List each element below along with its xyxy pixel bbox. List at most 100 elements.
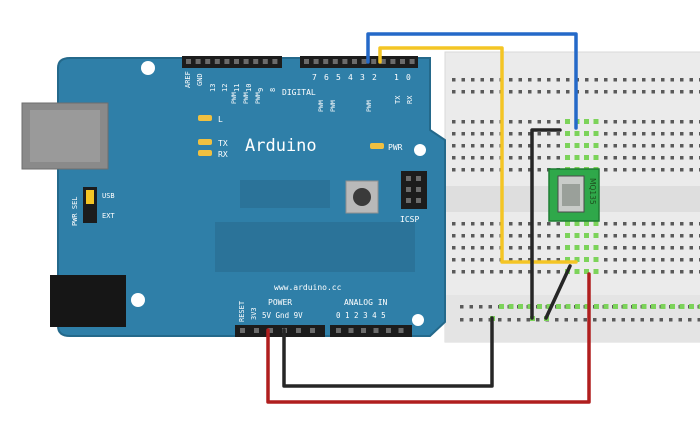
wire-yellow	[378, 46, 578, 264]
reset-label: RESET	[238, 300, 246, 322]
breadboard-hole	[547, 270, 551, 274]
breadboard-hole	[670, 270, 674, 274]
breadboard-hole	[661, 156, 665, 160]
breadboard-hole	[518, 246, 522, 250]
breadboard-hole	[461, 258, 465, 262]
breadboard-hole	[670, 168, 674, 172]
icsp-label: ICSP	[400, 215, 419, 224]
header-pin	[268, 328, 273, 333]
header-pin	[409, 59, 415, 64]
ext-label: EXT	[102, 212, 115, 220]
header-pin	[234, 59, 239, 64]
breadboard-hole	[642, 120, 646, 124]
breadboard-hole-active	[574, 155, 580, 160]
breadboard-hole-active	[565, 155, 570, 160]
breadboard-hole	[680, 270, 684, 274]
rail-hole-active	[499, 304, 504, 309]
breadboard-hole	[632, 246, 636, 250]
rail-hole	[631, 318, 635, 322]
wire-red-5v	[266, 272, 591, 404]
rail-hole	[479, 318, 483, 322]
breadboard-hole	[632, 132, 636, 136]
breadboard-hole	[604, 144, 608, 148]
header-pin	[254, 328, 259, 333]
header-pin	[361, 59, 367, 64]
breadboard-hole	[537, 78, 541, 82]
breadboard-hole	[670, 222, 674, 226]
breadboard-hole	[661, 222, 665, 226]
breadboard-hole	[480, 168, 484, 172]
rail-hole	[612, 318, 616, 322]
arduino-board: Arduino www.arduino.cc DIGITAL AREF GND …	[21, 56, 446, 337]
breadboard-hole	[461, 90, 465, 94]
breadboard-hole	[613, 144, 617, 148]
breadboard-hole	[689, 90, 693, 94]
breadboard-hole	[480, 78, 484, 82]
breadboard-hole	[480, 120, 484, 124]
usb-label: USB	[102, 192, 115, 200]
breadboard-hole	[528, 90, 532, 94]
breadboard-hole	[490, 90, 494, 94]
breadboard-hole	[518, 156, 522, 160]
breadboard-hole	[480, 144, 484, 148]
breadboard-hole	[613, 234, 617, 238]
breadboard-hole	[452, 120, 456, 124]
header-pin	[342, 59, 348, 64]
breadboard-hole	[509, 258, 513, 262]
rail-hole-active	[603, 304, 609, 309]
breadboard-hole	[490, 258, 494, 262]
v3-label: 3V3	[250, 307, 258, 320]
led-rx	[198, 150, 212, 156]
rail-hole-active	[679, 304, 685, 309]
digital-pin-label: 13	[209, 84, 217, 92]
breadboard-hole	[642, 222, 646, 226]
breadboard-hole-active	[565, 119, 570, 124]
breadboard-hole	[642, 78, 646, 82]
breadboard-hole	[566, 78, 570, 82]
breadboard-hole	[642, 156, 646, 160]
breadboard-hole-active	[584, 221, 589, 226]
breadboard-hole	[528, 258, 532, 262]
rail-hole-active	[584, 304, 590, 309]
breadboard-hole	[547, 90, 551, 94]
breadboard-hole	[585, 78, 589, 82]
rail-hole	[697, 318, 700, 322]
breadboard-hole	[490, 144, 494, 148]
breadboard-hole	[461, 270, 465, 274]
breadboard-hole	[680, 258, 684, 262]
breadboard-hole	[509, 246, 513, 250]
breadboard-hole	[537, 222, 541, 226]
breadboard-hole	[509, 90, 513, 94]
breadboard-hole	[537, 120, 541, 124]
breadboard-hole	[661, 234, 665, 238]
breadboard-hole	[509, 78, 513, 82]
breadboard-hole	[651, 132, 655, 136]
header-pin	[205, 59, 211, 64]
header-pin	[272, 59, 278, 64]
breadboard-hole-active	[565, 245, 570, 250]
analog-pin-labels: 0 1 2 3 4 5	[336, 311, 386, 320]
breadboard-hole	[518, 234, 522, 238]
breadboard-hole	[528, 144, 532, 148]
header-pin	[323, 59, 329, 64]
rail-hole-active	[546, 304, 552, 309]
breadboard-hole	[547, 132, 551, 136]
breadboard-hole	[642, 270, 646, 274]
breadboard-hole	[509, 120, 513, 124]
power-pin-labels: 5V Gnd 9V	[262, 311, 303, 320]
rail-hole	[602, 318, 606, 322]
breadboard-hole	[632, 258, 636, 262]
breadboard-hole	[528, 234, 532, 238]
breadboard-hole	[670, 120, 674, 124]
digital-header-pins	[186, 59, 415, 64]
wire-black-ground	[282, 316, 494, 388]
breadboard-hole	[452, 246, 456, 250]
breadboard-hole	[461, 168, 465, 172]
breadboard-hole	[661, 168, 665, 172]
breadboard-hole	[670, 132, 674, 136]
breadboard-hole	[528, 156, 532, 160]
mounting-hole-top-left	[141, 61, 155, 75]
breadboard-hole-active	[593, 233, 599, 238]
